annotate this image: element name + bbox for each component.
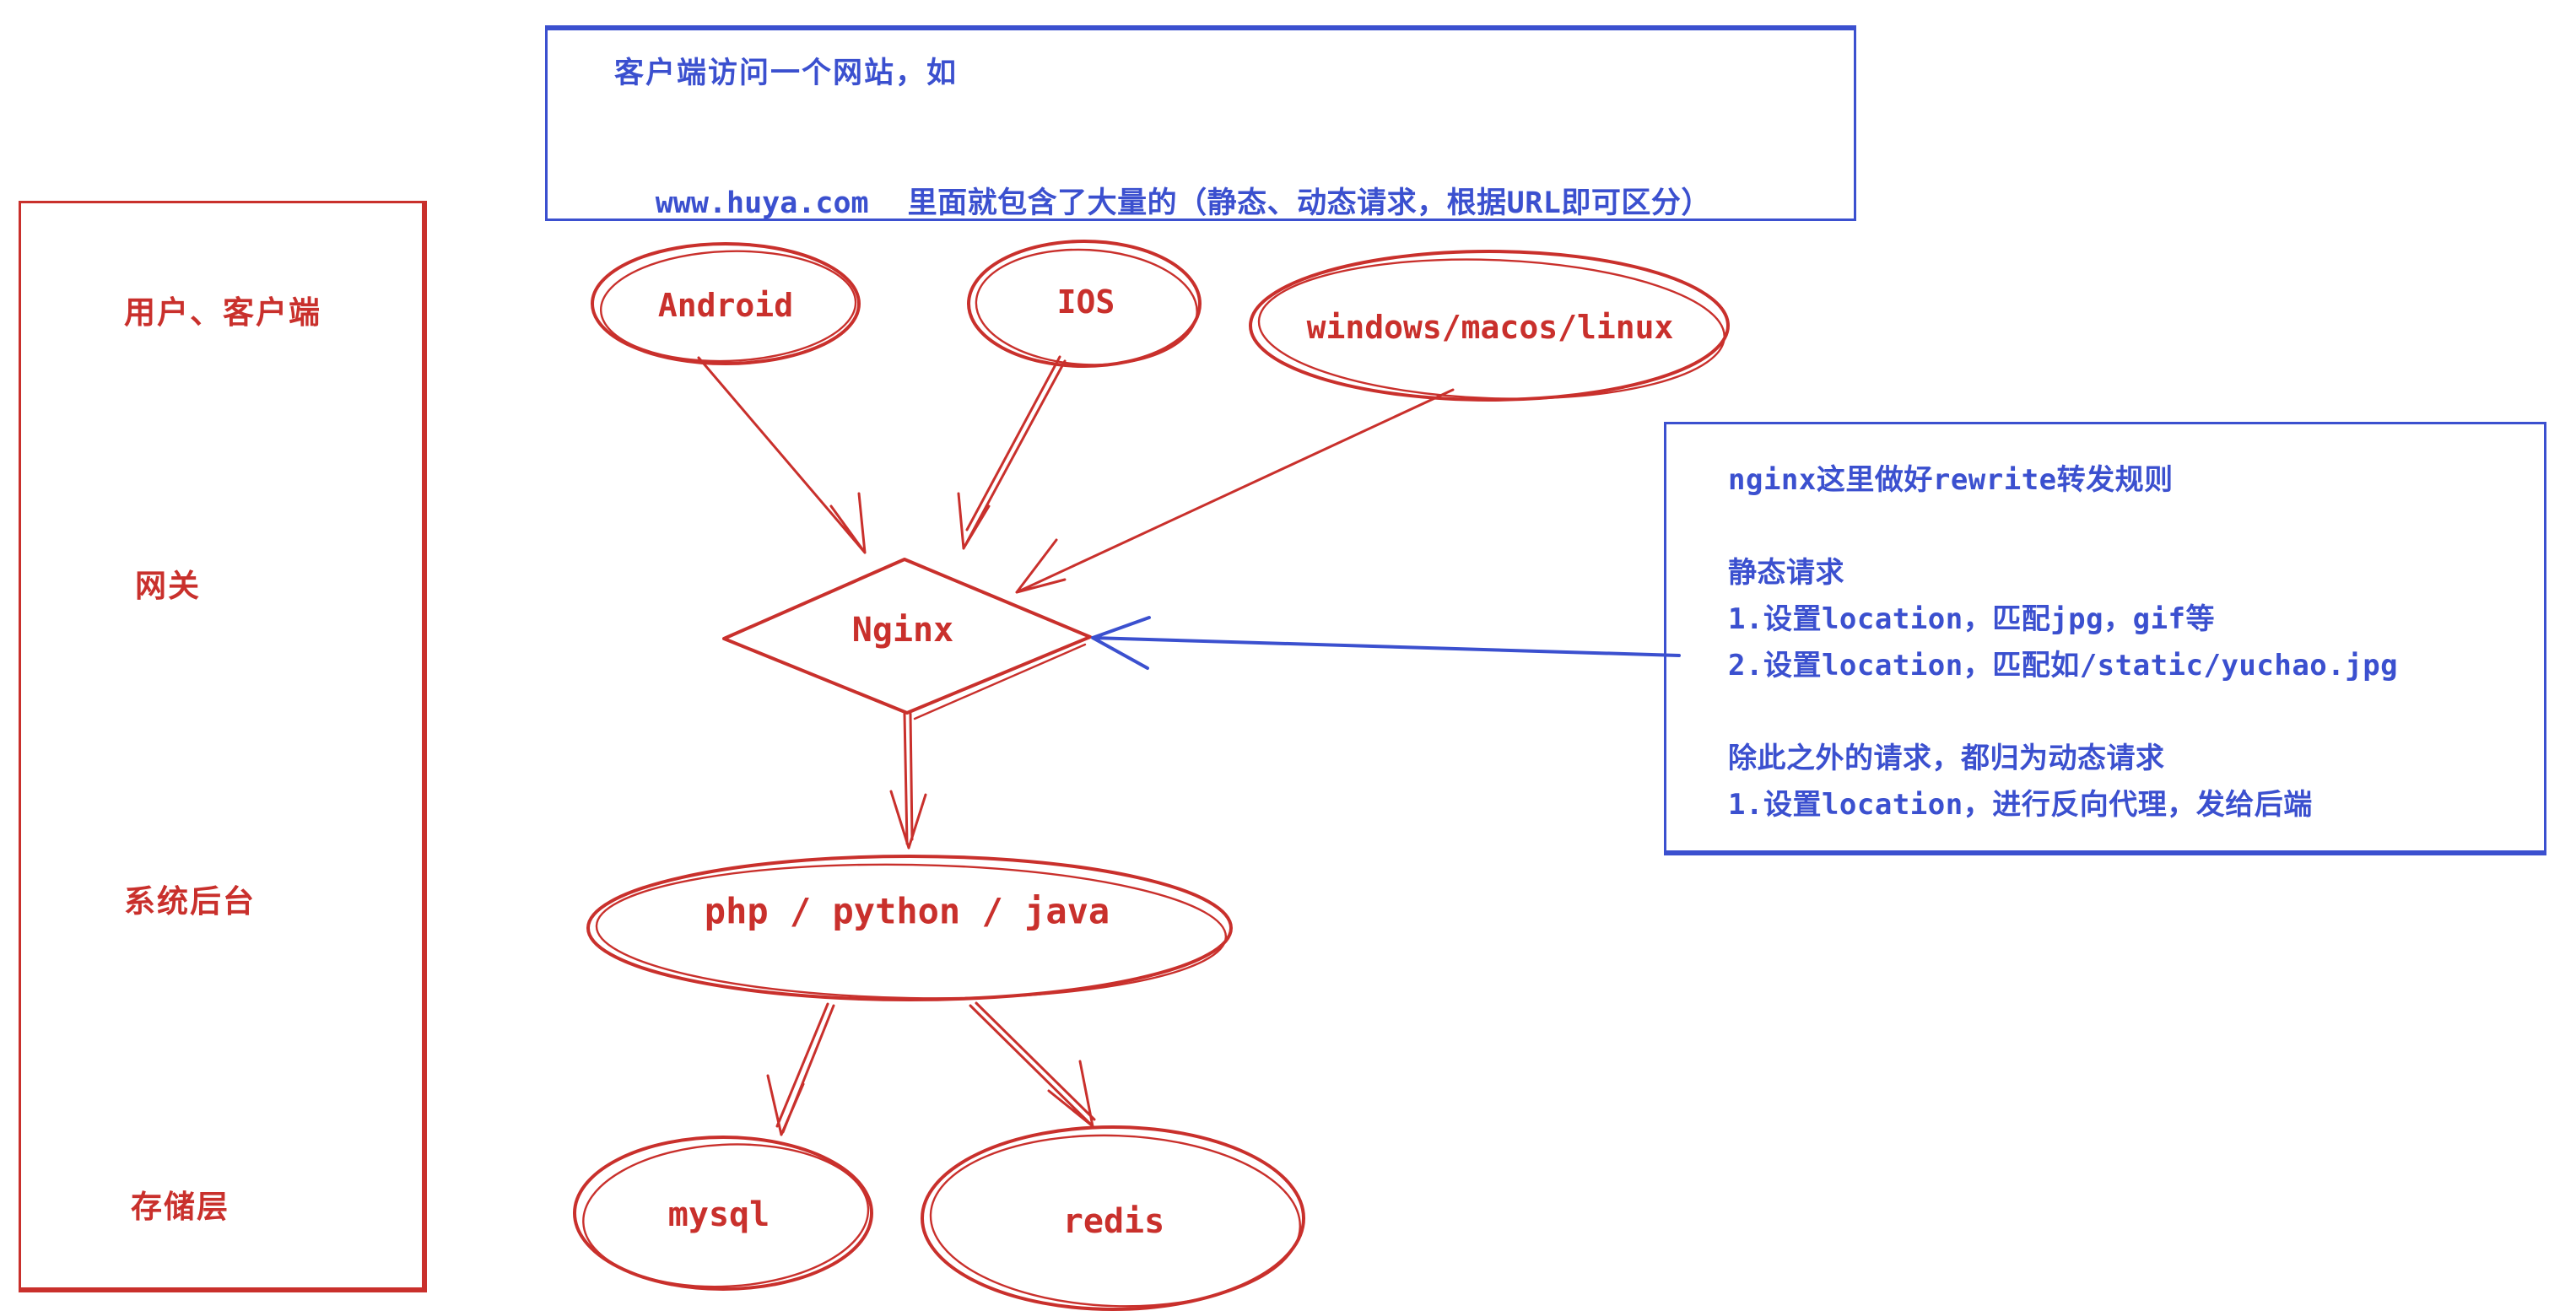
android-ellipse: [591, 242, 861, 365]
note-blank-line: [1728, 689, 2398, 736]
top-note-line-2: www.huya.com 里面就包含了大量的（静态、动态请求，根据URL即可区分）: [614, 145, 1711, 256]
nginx-label: Nginx: [851, 611, 954, 650]
mysql-label: mysql: [667, 1195, 770, 1234]
top-note-box: [545, 25, 1856, 221]
android-ellipse-sketch-stroke: [599, 250, 857, 363]
desktop-ellipse-sketch-stroke: [1257, 258, 1725, 400]
rewrite-rules-note-text: nginx这里做好rewrite转发规则 静态请求 1.设置location，匹…: [1728, 457, 2398, 828]
backend-label: php / python / java: [704, 890, 1110, 932]
arrow-note-to-nginx: [1091, 616, 1681, 670]
mysql-ellipse: [573, 1136, 873, 1291]
note-line-title: nginx这里做好rewrite转发规则: [1728, 463, 2174, 497]
top-note-line-1: 客户端访问一个网站，如: [614, 57, 959, 90]
note-line-static-heading: 静态请求: [1728, 556, 1844, 590]
lane-label-gateway: 网关: [135, 568, 201, 604]
redis-ellipse-sketch-stroke: [929, 1134, 1301, 1308]
android-label: Android: [657, 287, 794, 324]
ios-ellipse-sketch-stroke: [975, 248, 1198, 366]
lane-label-storage: 存储层: [131, 1189, 230, 1225]
note-line-dynamic-rule-1: 1.设置location，进行反向代理，发给后端: [1728, 788, 2313, 822]
nginx-diamond-sketch-stroke: [913, 643, 1087, 720]
note-line-static-rule-2: 2.设置location，匹配如/static/yuchao.jpg: [1728, 649, 2399, 682]
ios-label: IOS: [1056, 283, 1115, 321]
lane-label-backend: 系统后台: [124, 883, 256, 920]
backend-ellipse: [586, 855, 1233, 1001]
mysql-ellipse-sketch-stroke: [582, 1143, 870, 1288]
rewrite-rules-note-box: [1664, 422, 2546, 855]
top-note-line-2-rest: 里面就包含了大量的（静态、动态请求，根据URL即可区分）: [907, 186, 1711, 220]
lane-label-client: 用户、客户端: [124, 294, 321, 331]
arrow-nginx-to-backend: [889, 712, 927, 850]
desktop-ellipse: [1249, 250, 1730, 402]
note-line-static-rule-1: 1.设置location，匹配jpg，gif等: [1728, 602, 2216, 636]
ios-ellipse: [967, 240, 1202, 368]
arrow-backend-to-redis: [969, 1001, 1096, 1128]
backend-ellipse-sketch-stroke: [595, 863, 1228, 1000]
arrow-backend-to-mysql: [766, 1002, 835, 1136]
redis-ellipse: [921, 1125, 1305, 1311]
redis-label: redis: [1062, 1202, 1165, 1241]
desktop-label: windows/macos/linux: [1306, 309, 1674, 346]
note-blank-line: [1728, 504, 2398, 550]
arrow-ios-to-nginx: [957, 355, 1067, 550]
arrow-android-to-nginx: [697, 356, 867, 554]
layer-lane-box: [19, 201, 427, 1292]
nginx-diamond: [722, 558, 1092, 715]
note-line-dynamic-heading: 除此之外的请求，都归为动态请求: [1728, 742, 2165, 775]
arrow-desktop-to-nginx: [1015, 388, 1455, 594]
top-note-url: www.huya.com: [655, 186, 869, 220]
